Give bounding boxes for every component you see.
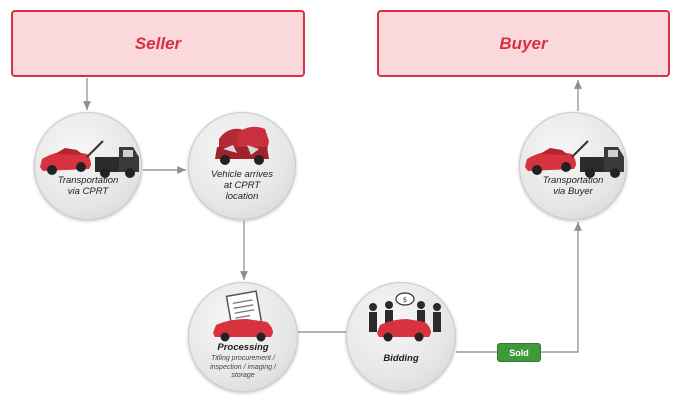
wrecked-cars-icon xyxy=(215,126,269,165)
seller-label: Seller xyxy=(134,33,182,53)
buyer-label: Buyer xyxy=(499,33,548,53)
step-label: Transportation via CPRT xyxy=(57,175,119,197)
truck-icon xyxy=(86,140,139,178)
buyer-box: Buyer xyxy=(377,10,670,77)
step-label: Transportation via Buyer xyxy=(542,175,604,197)
tow-truck-icon xyxy=(525,140,624,178)
svg-text:$: $ xyxy=(403,296,407,304)
bidders-car-icon: $ xyxy=(369,292,441,342)
sold-badge: Sold xyxy=(497,343,541,362)
step-label: Processing xyxy=(217,342,269,353)
truck-icon xyxy=(571,140,624,178)
step-sublabel: Titling procurement / inspection / imagi… xyxy=(210,355,276,379)
step-transportation-cprt: Transportation via CPRT xyxy=(34,112,142,220)
step-vehicle-arrives: Vehicle arrives at CPRT location xyxy=(188,112,296,220)
step-bidding: $ Bidding xyxy=(346,282,456,392)
tow-truck-icon xyxy=(40,140,139,178)
document-car-icon xyxy=(213,290,273,342)
seller-box: Seller xyxy=(11,10,305,77)
step-transportation-buyer: Transportation via Buyer xyxy=(519,112,627,220)
step-label: Bidding xyxy=(383,353,419,364)
red-car-icon xyxy=(525,148,576,175)
step-label: Vehicle arrives at CPRT location xyxy=(211,169,273,202)
arrow-sold-to-buyer-transport xyxy=(541,222,582,353)
step-processing: Processing Titling procurement / inspect… xyxy=(188,282,298,392)
red-car-icon xyxy=(40,148,91,175)
